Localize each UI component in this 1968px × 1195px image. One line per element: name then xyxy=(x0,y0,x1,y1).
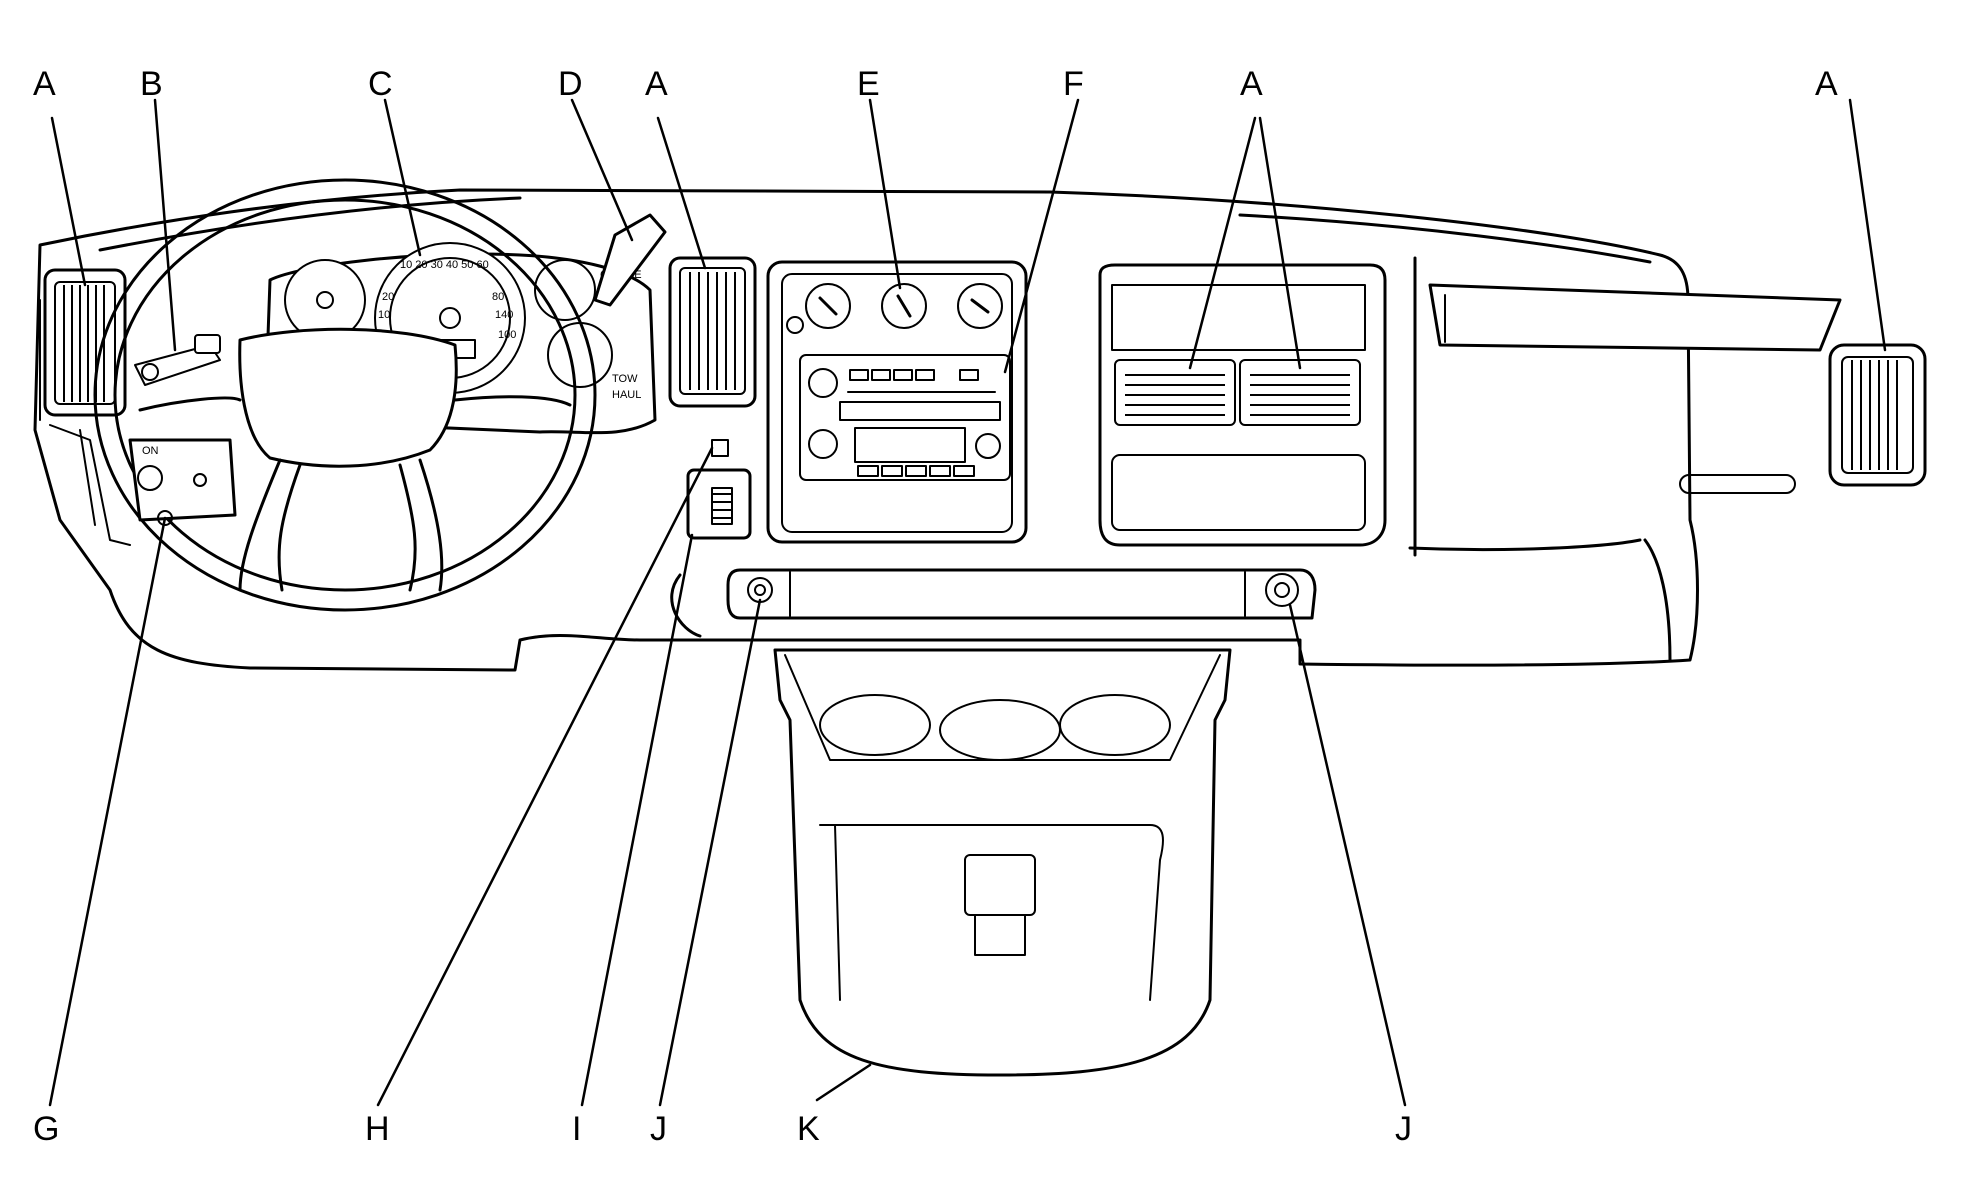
callout-g: G xyxy=(33,1110,59,1148)
leader-a4 xyxy=(1848,98,1887,352)
leader-i xyxy=(580,533,694,1107)
leader-f xyxy=(1003,98,1080,374)
callout-k: K xyxy=(797,1110,820,1148)
cupholders xyxy=(819,694,1171,761)
callout-labels: A B C D A E F A A G H I J K J xyxy=(33,65,1838,1148)
left-power-outlet xyxy=(747,577,773,603)
console-storage-latch xyxy=(964,854,1036,956)
svg-text:20: 20 xyxy=(382,291,394,303)
svg-text:10: 10 xyxy=(378,309,390,321)
callout-e: E xyxy=(857,65,880,103)
power-outlet-shelf xyxy=(726,568,1317,620)
leader-d xyxy=(570,98,634,242)
leader-j1 xyxy=(658,598,762,1107)
right-outboard-air-vent xyxy=(1828,343,1927,487)
callout-c: C xyxy=(368,65,393,103)
instrument-panel-dimmer xyxy=(686,468,752,540)
callout-j-right: J xyxy=(1395,1110,1412,1148)
right-power-outlet xyxy=(1265,573,1299,607)
left-knee-panel xyxy=(49,424,131,546)
callout-j-left: J xyxy=(650,1110,667,1148)
leader-a3a xyxy=(1188,116,1257,370)
audio-system xyxy=(799,354,1011,481)
steering-wheel xyxy=(93,178,597,612)
left-outboard-air-vent xyxy=(43,268,127,417)
leader-a3b xyxy=(1258,116,1302,370)
callout-a-center-left: A xyxy=(645,65,668,103)
leader-c xyxy=(383,98,422,257)
dome-lamp-override-button xyxy=(711,439,729,457)
callout-i: I xyxy=(572,1110,581,1148)
svg-text:10 20 30 40 50 60: 10 20 30 40 50 60 xyxy=(400,259,489,271)
svg-text:100: 100 xyxy=(498,329,516,341)
headlamp-switch: ON xyxy=(128,438,237,526)
callout-f: F xyxy=(1063,65,1084,103)
leader-j2 xyxy=(1288,603,1407,1107)
callout-d: D xyxy=(558,65,583,103)
leader-b xyxy=(153,98,177,352)
svg-text:140: 140 xyxy=(495,309,513,321)
center-left-air-vent xyxy=(668,256,757,408)
callout-b: B xyxy=(140,65,163,103)
callout-a-center-right: A xyxy=(1240,65,1263,103)
callout-a-right: A xyxy=(1815,65,1838,103)
leader-e xyxy=(868,98,902,290)
leader-lines xyxy=(48,98,1887,1107)
leader-a1 xyxy=(50,116,87,287)
callout-a-left: A xyxy=(33,65,56,103)
leader-h xyxy=(376,446,714,1107)
leader-k xyxy=(815,1063,872,1102)
shift-lever xyxy=(593,213,667,307)
center-right-vent-housing xyxy=(1098,263,1387,547)
upper-glovebox-storage xyxy=(1428,283,1842,494)
turn-signal-multifunction-lever xyxy=(134,334,221,386)
climate-control-panel xyxy=(786,283,1003,334)
callout-h: H xyxy=(365,1110,390,1148)
svg-text:HAUL: HAUL xyxy=(612,389,641,401)
svg-text:TOW: TOW xyxy=(612,373,638,385)
svg-text:ON: ON xyxy=(142,445,159,457)
leader-a2 xyxy=(656,116,707,270)
leader-g xyxy=(48,516,167,1107)
svg-text:80: 80 xyxy=(492,291,504,303)
